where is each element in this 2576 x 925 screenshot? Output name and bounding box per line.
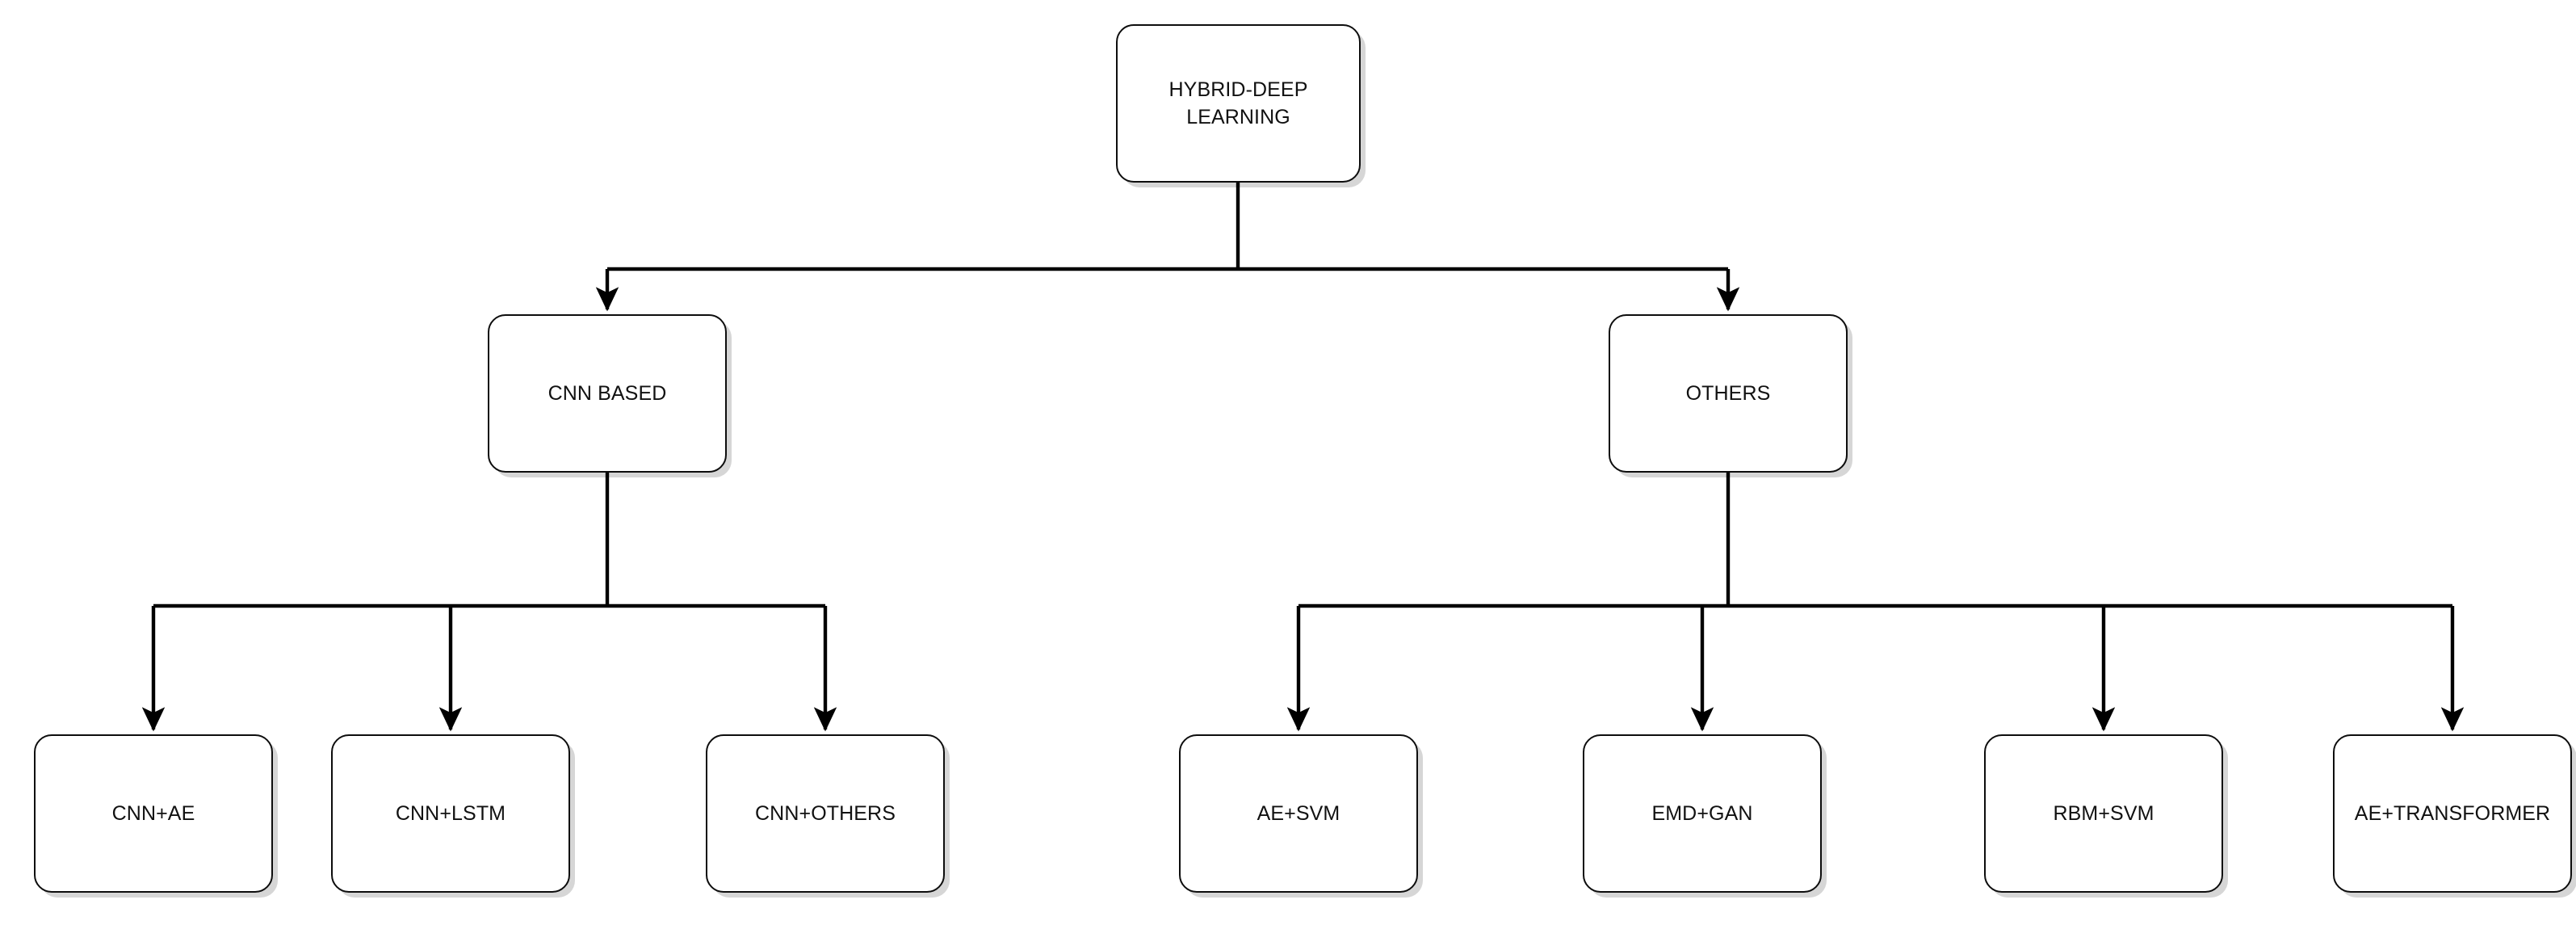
node-label: RBM+SVM [2053, 801, 2154, 825]
node-emd-gan[interactable]: EMD+GAN [1583, 734, 1822, 893]
node-others[interactable]: OTHERS [1609, 314, 1848, 473]
node-label: CNN+OTHERS [755, 801, 896, 825]
node-label: EMD+GAN [1651, 801, 1753, 825]
node-cnn-ae[interactable]: CNN+AE [34, 734, 273, 893]
node-hybrid-deep-learning[interactable]: HYBRID-DEEP LEARNING [1116, 24, 1361, 183]
node-cnn-others[interactable]: CNN+OTHERS [706, 734, 945, 893]
node-label: HYBRID-DEEP LEARNING [1168, 78, 1308, 129]
node-ae-transformer[interactable]: AE+TRANSFORMER [2333, 734, 2572, 893]
node-label: AE+TRANSFORMER [2354, 801, 2551, 825]
node-label: CNN BASED [548, 381, 667, 405]
node-rbm-svm[interactable]: RBM+SVM [1984, 734, 2223, 893]
node-label: CNN+AE [111, 801, 195, 825]
node-label: AE+SVM [1257, 801, 1340, 825]
node-label: CNN+LSTM [395, 801, 506, 825]
node-ae-svm[interactable]: AE+SVM [1179, 734, 1418, 893]
node-label: OTHERS [1685, 381, 1771, 405]
node-cnn-lstm[interactable]: CNN+LSTM [331, 734, 570, 893]
node-cnn-based[interactable]: CNN BASED [488, 314, 727, 473]
